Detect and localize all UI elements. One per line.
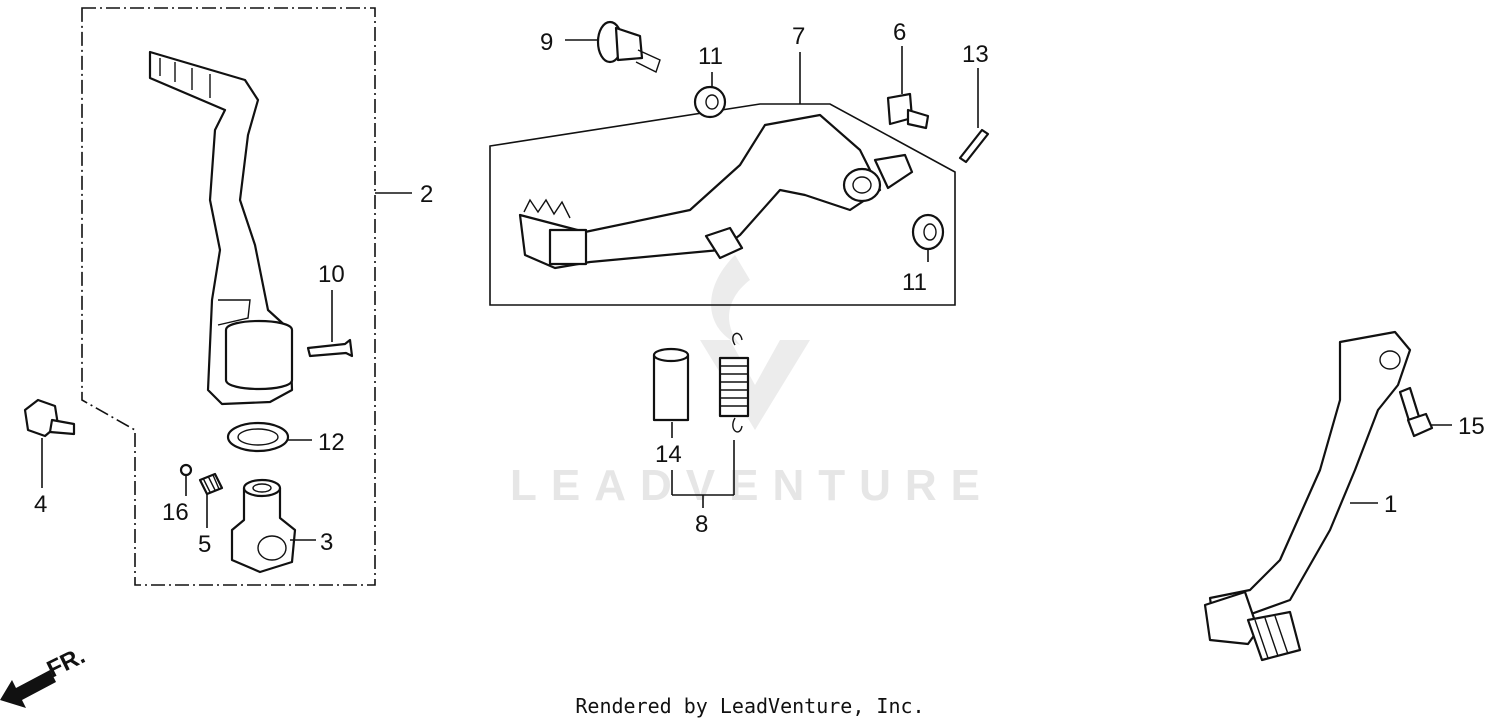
callout-11-top: 11 — [698, 43, 723, 70]
callout-16: 16 — [162, 499, 189, 526]
callout-10: 10 — [318, 261, 345, 288]
spring-8 — [718, 332, 750, 433]
callout-1: 1 — [1384, 491, 1397, 518]
group-7-outline — [489, 103, 956, 306]
ball-16 — [179, 463, 193, 477]
bolt-15 — [1398, 386, 1434, 438]
group-2-outline — [81, 7, 376, 586]
callout-14: 14 — [655, 441, 682, 468]
watermark-text: LEADVENTURE — [510, 461, 994, 510]
callout-4: 4 — [34, 491, 47, 518]
callout-8: 8 — [695, 511, 708, 538]
gearshift-pedal — [1203, 330, 1412, 662]
brake-pedal — [518, 113, 914, 270]
spring-5 — [198, 472, 224, 496]
bushing-11-top — [693, 85, 727, 119]
callout-15: 15 — [1458, 413, 1485, 440]
pipe-14 — [652, 347, 690, 422]
callout-11-bottom: 11 — [902, 269, 927, 296]
callout-5: 5 — [198, 531, 211, 558]
callout-13: 13 — [962, 41, 989, 68]
callout-7: 7 — [792, 23, 805, 50]
bolt-4 — [23, 398, 76, 438]
kick-lever — [148, 50, 294, 406]
footer-credit: Rendered by LeadVenture, Inc. — [575, 694, 925, 718]
cotter-pin-13 — [958, 128, 990, 164]
callout-3: 3 — [320, 529, 333, 556]
collar-9 — [596, 20, 661, 73]
spindle-3 — [230, 478, 297, 574]
bolt-10 — [306, 338, 354, 358]
seal-12 — [226, 421, 290, 453]
bushing-11-bottom — [911, 213, 945, 251]
callout-2: 2 — [420, 181, 433, 208]
callout-6: 6 — [893, 19, 906, 46]
joint-6 — [886, 92, 930, 130]
callout-9: 9 — [540, 29, 553, 56]
callout-12: 12 — [318, 429, 345, 456]
